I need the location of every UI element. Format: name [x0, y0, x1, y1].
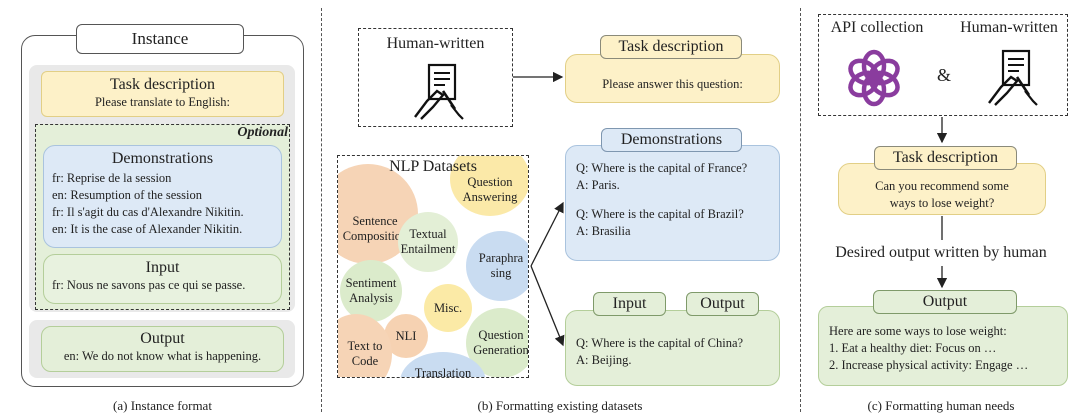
output-tag-c: Output [873, 290, 1017, 314]
demo-line-1: fr: Reprise de la session [52, 171, 172, 185]
demo-a2-b: A: Brasilia [576, 224, 631, 238]
nlp-datasets-title: NLP Datasets [389, 158, 477, 175]
task-description-box-b: Please answer this question: [565, 54, 780, 103]
input-text-a: fr: Nous ne savons pas ce qui se passe. [52, 278, 246, 292]
separator-1 [321, 8, 322, 412]
output-box-a: Output en: We do not know what is happen… [41, 326, 284, 372]
demonstrations-title-a: Demonstrations [111, 150, 214, 167]
task-description-tag-c: Task description [874, 146, 1017, 170]
task-description-tag-b: Task description [600, 35, 742, 59]
bubble-sentiment-analysis: Sentiment Analysis [340, 260, 402, 322]
io-q-b: Q: Where is the capital of China? [576, 336, 744, 350]
io-a-b: A: Beijing. [576, 353, 632, 367]
input-box-a: Input fr: Nous ne savons pas ce qui se p… [43, 254, 282, 304]
demonstrations-tag-b: Demonstrations [601, 128, 742, 152]
task-description-text-c: Can you recommend some ways to lose weig… [875, 179, 1009, 210]
arrow-datasets-to-io [530, 265, 565, 347]
task-description-box-a: Task description Please translate to Eng… [41, 71, 284, 117]
caption-c: (c) Formatting human needs [867, 398, 1015, 413]
demonstrations-box-b: Q: Where is the capital of France? A: Pa… [565, 145, 780, 261]
task-description-text-a: Please translate to English: [94, 95, 231, 109]
ampersand: & [937, 65, 952, 85]
bubble-textual-entailment: Textual Entailment [398, 212, 458, 272]
input-tag-b: Input [593, 292, 666, 316]
output-line-2-c: 1. Eat a healthy diet: Focus on … [829, 341, 997, 355]
demo-q1-b: Q: Where is the capital of France? [576, 161, 748, 175]
demo-line-3: fr: Il s'agit du cas d'Alexandre Nikitin… [52, 205, 244, 219]
caption-b: (b) Formatting existing datasets [477, 398, 643, 413]
demo-line-2: en: Resumption of the session [52, 188, 202, 202]
api-collection-label: API collection [830, 19, 924, 36]
desired-output-label: Desired output written by human [835, 244, 1047, 261]
sources-box-c: API collection Human-written & [818, 14, 1068, 116]
instance-label: Instance [76, 24, 244, 54]
output-text-a: en: We do not know what is happening. [63, 349, 262, 363]
optional-label: Optional [237, 125, 288, 140]
task-description-text-b: Please answer this question: [602, 77, 743, 91]
bubble-question-answering: Question Answering [450, 156, 528, 216]
human-written-label-b: Human-written [386, 35, 485, 52]
bubble-misc: Misc. [424, 284, 472, 332]
human-written-box-b: Human-written [358, 28, 513, 127]
bubble-sentence-composition: Sentence Composition [338, 164, 418, 264]
input-output-box-b: Q: Where is the capital of China? A: Bei… [565, 310, 780, 386]
task-description-title-a: Task description [109, 76, 216, 93]
demonstrations-box-a: Demonstrations fr: Reprise de la session… [43, 145, 282, 248]
demo-line-4: en: It is the case of Alexander Nikitin. [52, 222, 243, 236]
output-line-3-c: 2. Increase physical activity: Engage … [829, 358, 1029, 372]
nlp-datasets-box: NLP Datasets Sentence Composition Questi… [337, 155, 529, 378]
output-line-1-c: Here are some ways to lose weight: [829, 324, 1007, 338]
hand-writing-icon-c [988, 49, 1038, 106]
output-title-a: Output [140, 330, 185, 347]
demo-q2-b: Q: Where is the capital of Brazil? [576, 207, 744, 221]
task-description-box-c: Can you recommend some ways to lose weig… [838, 163, 1046, 215]
arrow-datasets-to-demos [530, 201, 564, 267]
input-title-a: Input [145, 259, 180, 276]
hand-writing-icon [414, 63, 464, 120]
separator-2 [800, 8, 801, 412]
human-written-label-c: Human-written [960, 19, 1058, 36]
bubble-paraphrasing: Paraphra sing [466, 231, 528, 301]
demo-a1-b: A: Paris. [576, 178, 620, 192]
openai-logo-icon [848, 49, 900, 107]
output-tag-b: Output [686, 292, 759, 316]
caption-a: (a) Instance format [113, 398, 212, 413]
